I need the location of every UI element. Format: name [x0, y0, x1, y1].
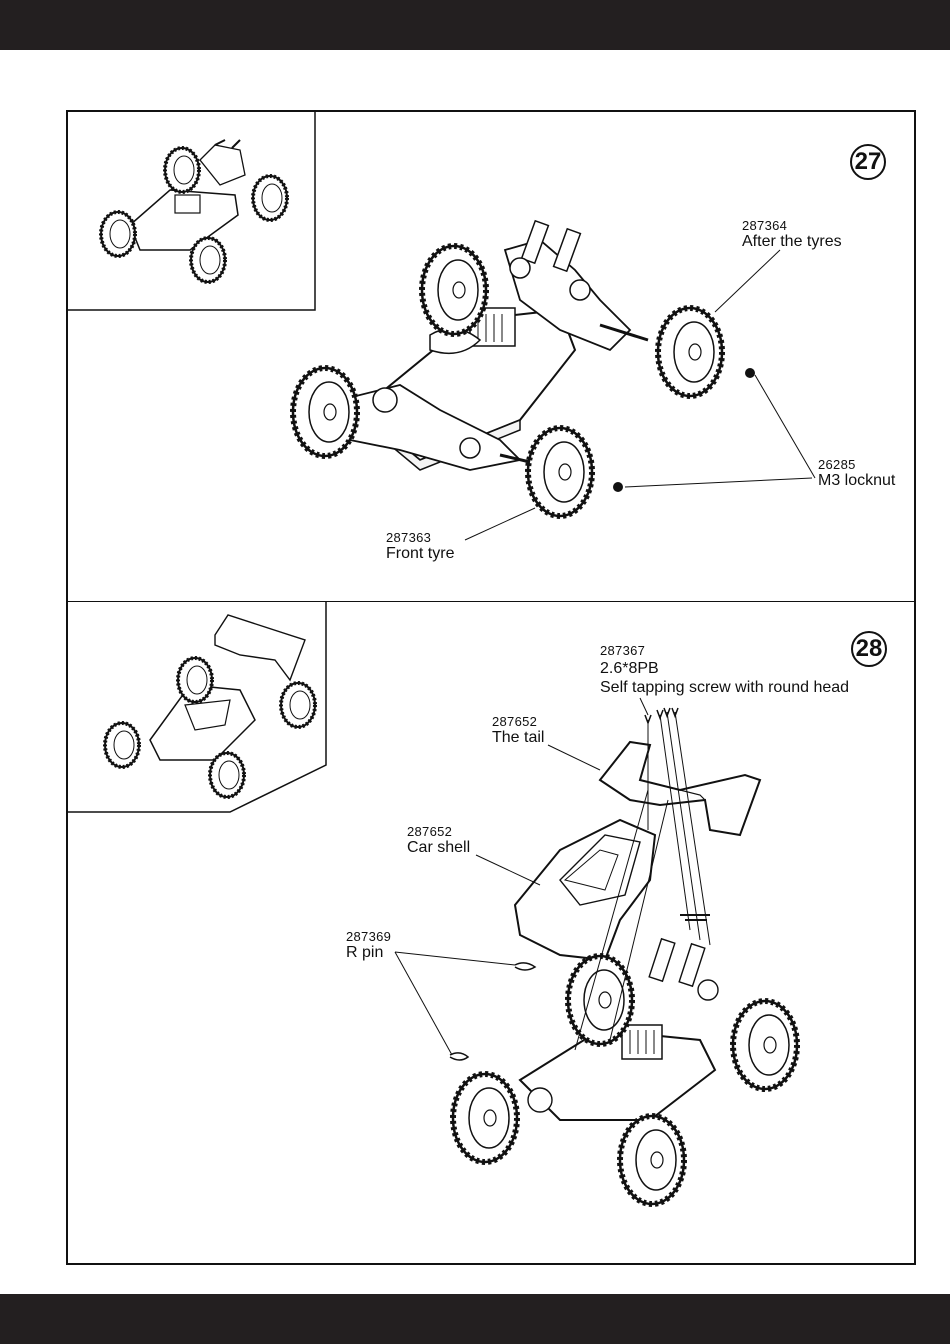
callout-r-pin: 287369 R pin — [346, 930, 391, 962]
part-name: After the tyres — [742, 233, 842, 251]
part-name: The tail — [492, 729, 544, 747]
callout-screw-desc: Self tapping screw with round head — [600, 679, 849, 697]
step27-thumbnail — [66, 110, 315, 310]
step27-chassis — [293, 221, 815, 540]
step-number-27: 27 — [850, 144, 886, 180]
part-name: Self tapping screw with round head — [600, 679, 849, 697]
callout-screw-size: 2.6*8PB — [600, 660, 659, 678]
step-number-28: 28 — [851, 631, 887, 667]
part-name: M3 locknut — [818, 472, 895, 490]
callout-after-tyres: 287364 After the tyres — [742, 219, 842, 251]
part-number: 287363 — [386, 531, 454, 545]
part-name: 2.6*8PB — [600, 660, 659, 678]
callout-front-tyre: 287363 Front tyre — [386, 531, 454, 563]
step28-exploded — [395, 698, 797, 1204]
callout-screw: 287367 — [600, 644, 645, 658]
part-number: 26285 — [818, 458, 895, 472]
part-name: Front tyre — [386, 545, 454, 563]
callout-the-tail: 287652 The tail — [492, 715, 544, 747]
part-number: 287652 — [492, 715, 544, 729]
part-number: 287369 — [346, 930, 391, 944]
part-name: Car shell — [407, 839, 470, 857]
callout-car-shell: 287652 Car shell — [407, 825, 470, 857]
part-number: 287364 — [742, 219, 842, 233]
part-number: 287367 — [600, 644, 645, 658]
part-number: 287652 — [407, 825, 470, 839]
callout-m3-locknut: 26285 M3 locknut — [818, 458, 895, 490]
step28-thumbnail — [66, 602, 326, 812]
part-name: R pin — [346, 944, 391, 962]
